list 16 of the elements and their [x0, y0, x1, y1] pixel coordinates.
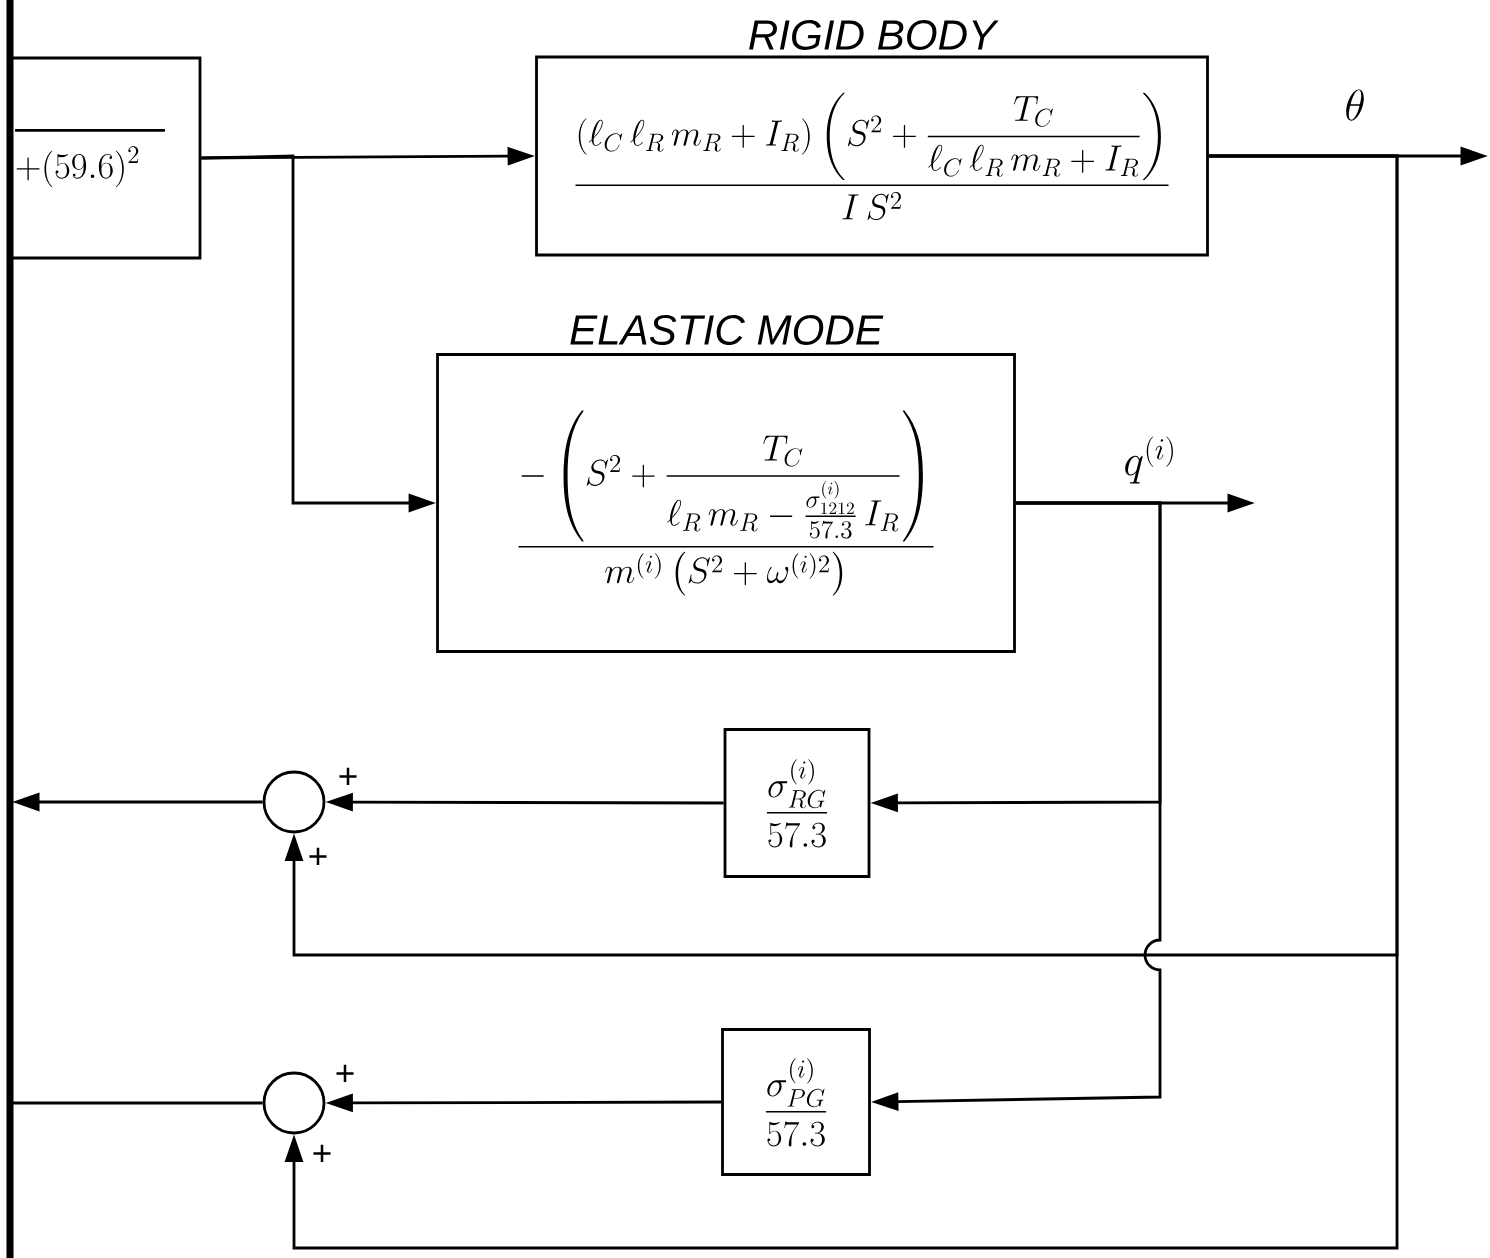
plus-sign: +: [313, 1144, 331, 1163]
arrow: [284, 154, 1399, 1250]
transfer-box: $\dfrac{-\left(S^{2}+\dfrac{T_{C}}{\ell_{R}\,m_{R}-\frac{\sigma^{(i)}_{1212}}{57.3}\,I_{R}}\right)}{m^{(i)}\left(S^{2}+\omega^{(i)2}\right)}$: [436, 353, 1016, 653]
transfer-box: $\dfrac{\sigma^{(i)}_{PG}}{57.3}$: [721, 1028, 871, 1176]
plus-sign: +: [336, 1064, 354, 1083]
signal-label: $\theta$: [1340, 86, 1370, 124]
transfer-box: $+(59.6)^{2}$: [8, 56, 202, 260]
heading: RIGID BODY: [749, 20, 999, 50]
transfer-box: $\dfrac{\sigma^{(i)}_{RG}}{57.3}$: [723, 728, 871, 878]
heading: ELASTIC MODE: [570, 315, 884, 345]
summing-junction: [262, 770, 326, 834]
plus-sign: +: [339, 767, 357, 786]
transfer-box: $\dfrac{\left(\ell_{C}\,\ell_{R}\,m_{R}+I_{R}\right)\left(S^{2}+\dfrac{T_{C}}{\ell_{C}\,\ell_{R}\,m_{R}+I_{R}}\right)}{I\,S^{2}}$: [535, 55, 1209, 257]
signal-label: $q^{(i)}$: [1119, 432, 1181, 488]
summing-junction: [262, 1071, 326, 1135]
plus-sign: +: [309, 847, 327, 866]
